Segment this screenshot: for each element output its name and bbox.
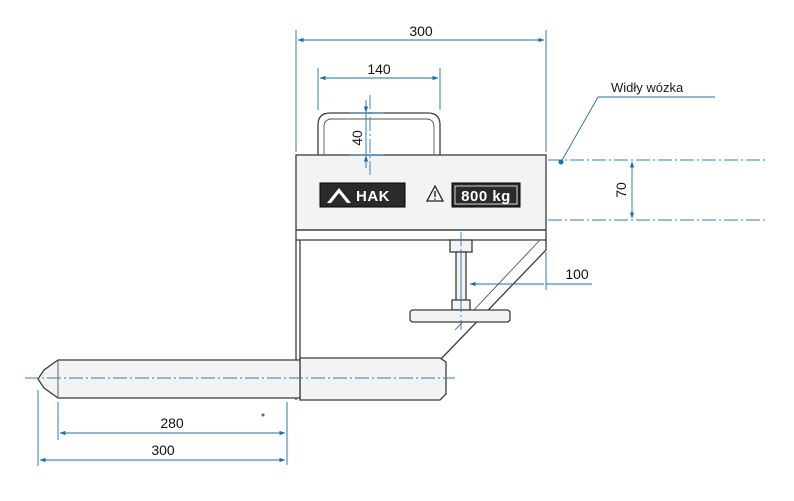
- dim-offset-text: 100: [565, 266, 589, 282]
- dim-bottom-width-text: 300: [151, 442, 175, 458]
- brand-text: HAK: [356, 188, 390, 205]
- dim-handle-height-text: 40: [349, 130, 365, 146]
- dim-offset: 100: [469, 252, 592, 290]
- clamp-screw: [409, 239, 511, 323]
- warning-triangle-icon: [425, 184, 445, 202]
- capacity-plate: 800 kg: [451, 182, 521, 208]
- dim-top-width: 300: [295, 23, 547, 152]
- warning-icon-group: [425, 184, 445, 202]
- fork-label: Widły wózka: [611, 80, 684, 95]
- tine: [37, 357, 447, 401]
- dim-top-width-text: 300: [409, 23, 433, 39]
- center-lines: [25, 95, 765, 379]
- handle: [317, 112, 441, 155]
- gusset: [439, 230, 547, 361]
- stray-mark: [261, 413, 265, 417]
- capacity-text: 800 kg: [461, 188, 511, 205]
- dim-handle-width: 140: [317, 61, 441, 110]
- dim-handle-width-text: 140: [367, 61, 391, 77]
- brand-plate: HAK: [319, 182, 406, 208]
- dim-tine-length: 280: [57, 402, 288, 465]
- dim-fork-height-text: 70: [613, 182, 629, 198]
- dim-bottom-width: 300: [37, 390, 286, 466]
- fork-label-group: Widły wózka: [558, 80, 715, 165]
- dim-fork-height: 70: [613, 161, 635, 219]
- dim-handle-height: 40: [349, 100, 384, 168]
- dim-tine-length-text: 280: [160, 415, 184, 431]
